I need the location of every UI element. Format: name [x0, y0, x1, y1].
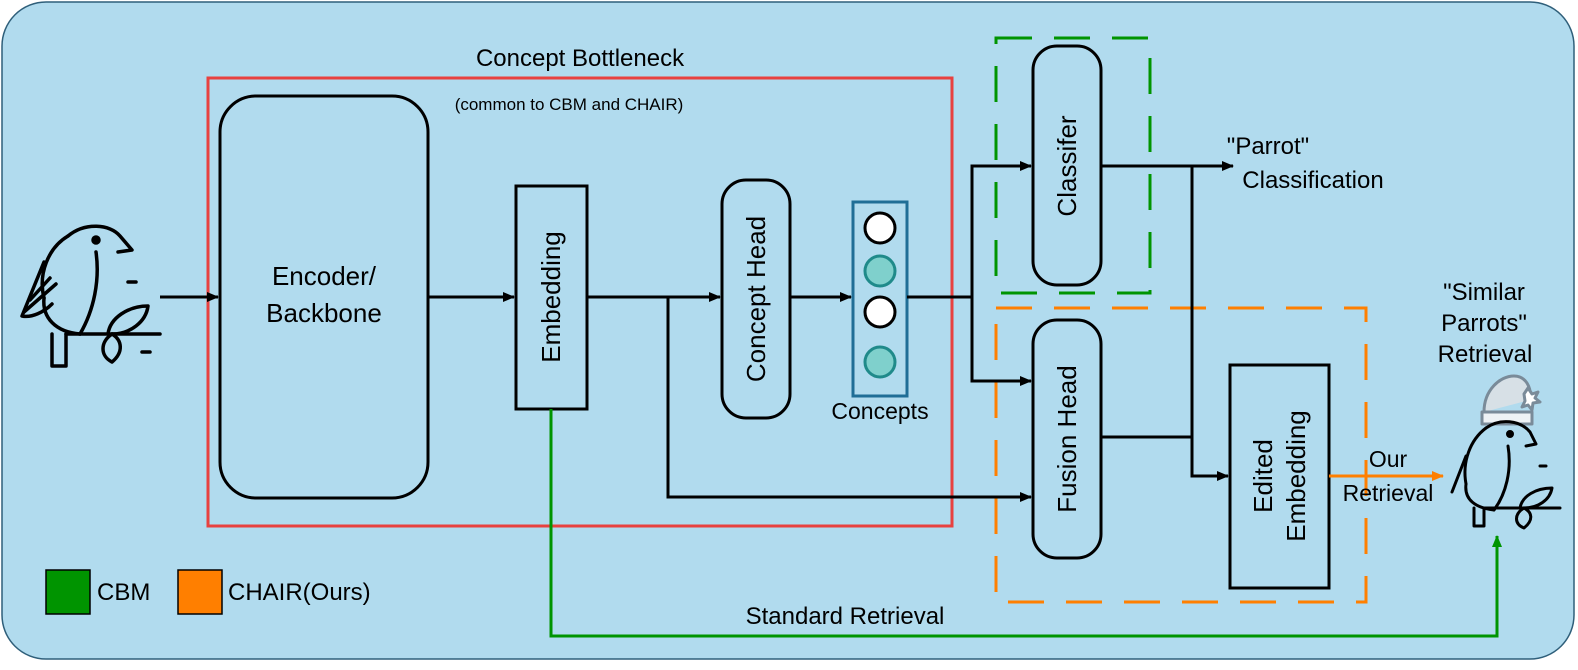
- fusion-head-box: [1031, 318, 1103, 560]
- concept-bottleneck-frame: [206, 76, 954, 528]
- concepts-box: [851, 200, 909, 398]
- legend-cbm-label: CBM: [97, 579, 150, 606]
- cbm-dashed-frame: [994, 36, 1152, 295]
- classifier-label: Classifer: [1052, 115, 1082, 216]
- arrow-standard-retrieval: [549, 409, 1502, 638]
- our-retrieval-line2: Retrieval: [1343, 480, 1434, 506]
- parrot-label-line1: "Parrot": [1227, 133, 1309, 160]
- standard-retrieval-label: Standard Retrieval: [746, 603, 945, 630]
- similar-label-line3: Retrieval: [1438, 341, 1533, 368]
- arrow-embedding-to-fusion: [666, 297, 1032, 502]
- bottleneck-title: Concept Bottleneck: [476, 45, 685, 72]
- our-retrieval-line1: Our: [1369, 446, 1408, 472]
- edited-embedding-line2: Embedding: [1281, 410, 1311, 542]
- chair-dashed-frame: [994, 306, 1368, 604]
- concepts-label: Concepts: [831, 398, 928, 424]
- arrow-concepts-to-fusion: [970, 297, 1032, 386]
- similar-label-line2: Parrots": [1441, 310, 1527, 337]
- arrow-concepts-to-classifier: [907, 161, 1032, 299]
- concept-head-label: Concept Head: [741, 216, 771, 382]
- encoder-label-line1: Encoder/: [272, 261, 377, 291]
- output-parrot-hat-icon: [1450, 374, 1562, 530]
- embedding-label: Embedding: [536, 231, 566, 363]
- arrow-to-edited-embedding: [1190, 166, 1229, 481]
- concept-node-4: [863, 345, 897, 379]
- bottleneck-subtitle: (common to CBM and CHAIR): [455, 95, 684, 114]
- legend-chair-label: CHAIR(Ours): [228, 579, 371, 606]
- legend-chair-swatch: [177, 569, 223, 615]
- encoder-label-line2: Backbone: [266, 298, 382, 328]
- concept-head-box: [720, 178, 792, 420]
- edited-embedding-line1: Edited: [1248, 439, 1278, 513]
- fusion-head-label: Fusion Head: [1052, 365, 1082, 512]
- input-parrot-icon: [20, 224, 162, 368]
- legend-cbm-swatch: [45, 569, 91, 615]
- concept-node-2: [863, 254, 897, 288]
- similar-label-line1: "Similar: [1443, 279, 1525, 306]
- concept-node-3: [863, 295, 897, 329]
- concept-node-1: [863, 211, 897, 245]
- parrot-label-line2: Classification: [1242, 167, 1383, 194]
